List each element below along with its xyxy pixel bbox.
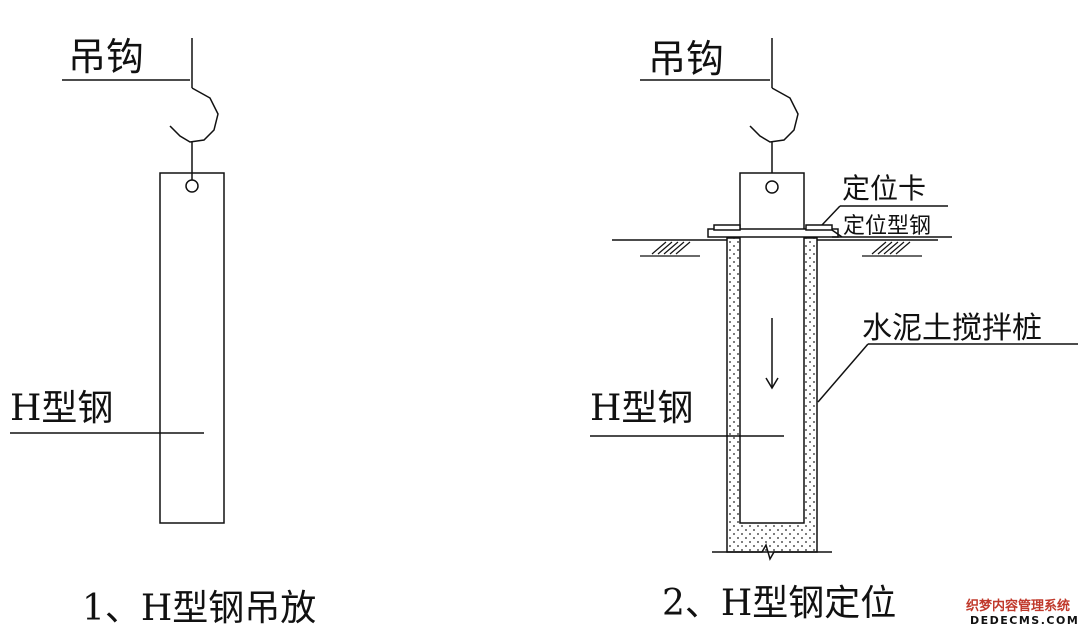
positioning-clamp-label: 定位卡 xyxy=(842,172,926,205)
clamp-leader xyxy=(821,205,841,226)
left-beam-label: H型钢 xyxy=(10,388,113,429)
left-caption: 1、H型钢吊放 xyxy=(82,588,316,629)
steel-leader xyxy=(831,229,843,238)
left-lifting-eye xyxy=(185,179,199,193)
positioning-clamp-left xyxy=(713,224,741,231)
watermark-line1: 织梦内容管理系统 xyxy=(966,598,1070,614)
pile-leader xyxy=(817,343,869,403)
left-figure xyxy=(10,38,225,524)
positioning-steel xyxy=(707,228,839,238)
left-h-steel-beam xyxy=(159,172,225,524)
right-hook-label: 吊钩 xyxy=(648,37,724,81)
right-beam-label: H型钢 xyxy=(590,388,693,429)
left-hook-label: 吊钩 xyxy=(68,35,144,79)
watermark-line2: DEDECMS.COM xyxy=(970,614,1079,627)
ground-hatch-right xyxy=(862,241,922,257)
right-figure xyxy=(590,38,1078,561)
left-hook-icon xyxy=(169,87,219,143)
right-caption: 2、H型钢定位 xyxy=(662,583,896,624)
right-hook-icon xyxy=(749,87,799,143)
pile-label: 水泥土搅拌桩 xyxy=(862,311,1042,346)
positioning-clamp-right xyxy=(805,224,833,231)
break-line xyxy=(712,543,832,561)
ground-hatch-left xyxy=(640,241,700,257)
insertion-arrow-head xyxy=(765,377,779,390)
positioning-steel-label: 定位型钢 xyxy=(843,214,931,239)
right-lifting-eye xyxy=(765,180,779,194)
watermark: 织梦内容管理系统 DEDECMS.COM xyxy=(966,598,1079,627)
